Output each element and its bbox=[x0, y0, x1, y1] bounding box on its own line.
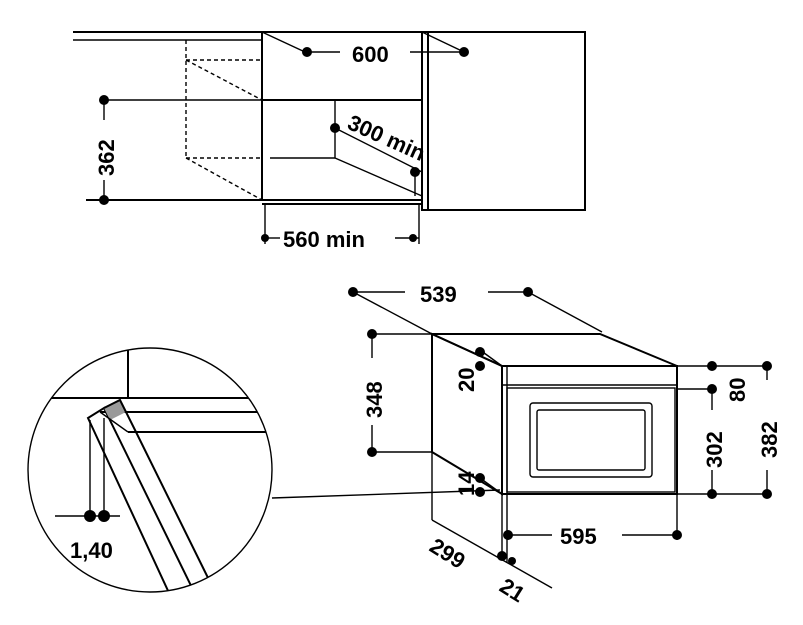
side-height-label: 348 bbox=[362, 381, 387, 418]
front-width-label: 595 bbox=[560, 524, 597, 549]
appliance-drawing: 539 348 20 14 bbox=[271, 282, 782, 607]
door-height-label: 302 bbox=[702, 431, 727, 468]
body-depth-label: 299 bbox=[425, 533, 469, 574]
niche-depth-label: 300 min bbox=[344, 110, 429, 166]
total-height-label: 382 bbox=[757, 421, 782, 458]
gap-detail-label: 1,40 bbox=[70, 538, 113, 563]
top-offset-label: 20 bbox=[454, 368, 479, 392]
appliance-depth-label: 539 bbox=[420, 282, 457, 307]
door-thickness-label: 21 bbox=[495, 573, 529, 607]
panel-height-label: 80 bbox=[725, 378, 750, 402]
detail-circle: 1,40 bbox=[27, 347, 273, 593]
niche-inner-width-label: 560 min bbox=[283, 227, 365, 252]
niche-drawing: 600 362 300 min 560 min bbox=[73, 31, 586, 252]
niche-height-label: 362 bbox=[94, 139, 119, 176]
bottom-offset-label: 14 bbox=[454, 471, 479, 496]
niche-width-label: 600 bbox=[352, 42, 389, 67]
